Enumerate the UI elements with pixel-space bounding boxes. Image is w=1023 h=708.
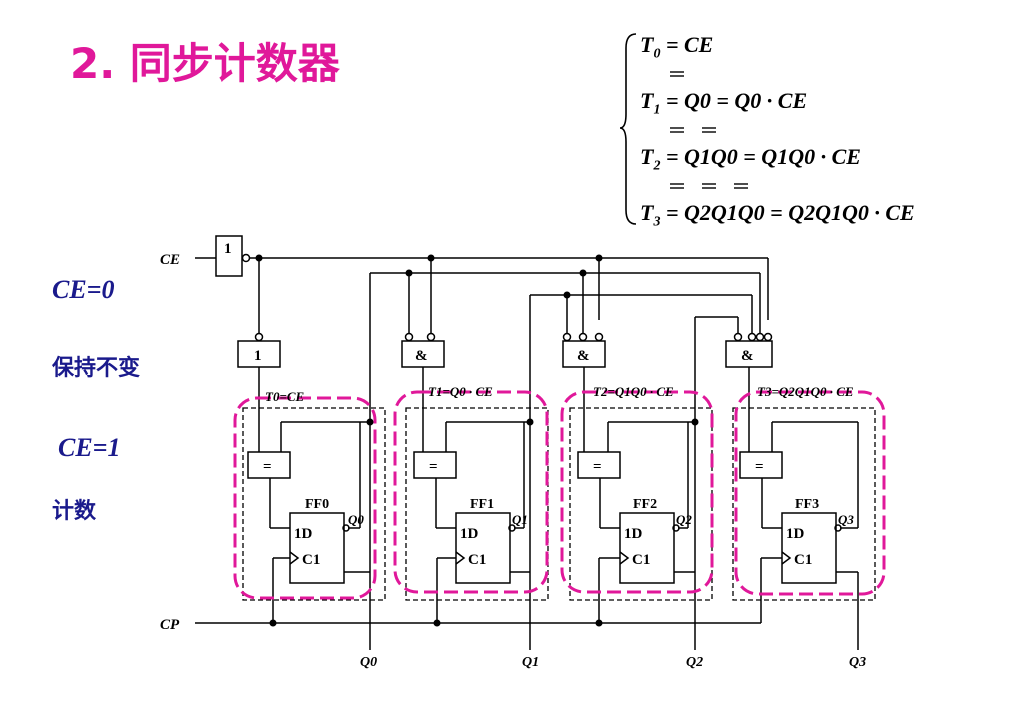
stage2-d-label: 1D [624, 526, 643, 542]
equation-t1: T1 = Q0 = Q0 · CE [640, 88, 807, 118]
stage1-black-box [405, 407, 549, 601]
stage2-highlight [560, 390, 714, 594]
equation-t2-sub: 2 [653, 158, 661, 174]
ce-input-label: CE [160, 252, 180, 268]
q3-output-label: Q3 [849, 655, 866, 670]
stage2-clk-label: C1 [632, 552, 650, 568]
stage1-t-label: T1=Q0 · CE [428, 384, 493, 399]
stage2-t-label: T2=Q1Q0 · CE [593, 384, 674, 399]
stage2-gate-label: & [577, 348, 590, 364]
stage1-d-label: 1D [460, 526, 479, 542]
stage1-clk-label: C1 [468, 552, 486, 568]
stage0-t-label: T0=CE [265, 389, 305, 404]
stage3-xnor-label: = [755, 459, 764, 475]
stage0-d-label: 1D [294, 526, 313, 542]
stage0-gate-label: 1 [254, 348, 262, 364]
equation-t2-rhs: = Q1Q0 = Q1Q0 · CE [665, 144, 861, 169]
stage3-t-label: T3=Q2Q1Q0 · CE [757, 384, 854, 399]
stage0-ff-label: FF0 [305, 497, 329, 512]
stage3-clk-label: C1 [794, 552, 812, 568]
stage2-ff-label: FF2 [633, 497, 657, 512]
stage3-black-box [732, 407, 876, 601]
count-label: 计数 [52, 499, 97, 524]
not-bubble [241, 253, 251, 263]
equation-t1-rhs: = Q0 = Q0 · CE [665, 88, 808, 113]
slide-title: 2. 同步计数器 [70, 39, 340, 88]
equation-t0: T0 = CE [640, 32, 713, 62]
equation-t0-lhs: T [640, 32, 654, 57]
equation-t1-lhs: T [640, 88, 654, 113]
q0-output-label: Q0 [360, 655, 377, 670]
hold-label: 保持不变 [52, 356, 141, 381]
overbar-marks [670, 71, 748, 189]
stage2-qbar-label: Q2 [676, 512, 692, 527]
equation-t2-lhs: T [640, 144, 654, 169]
stage3-qbar-label: Q3 [838, 512, 854, 527]
ce0-label: CE=0 [52, 275, 115, 304]
ce1-label: CE=1 [58, 433, 121, 462]
stage3-gate-label: & [741, 348, 754, 364]
stage3-highlight [734, 390, 886, 596]
stage2-xnor-label: = [593, 459, 602, 475]
equation-t3-rhs: = Q2Q1Q0 = Q2Q1Q0 · CE [665, 200, 915, 225]
ce-not-gate [215, 235, 243, 277]
stage1-ff-label: FF1 [470, 497, 494, 512]
stage1-qbar-label: Q1 [512, 512, 528, 527]
stage1-xnor-label: = [429, 459, 438, 475]
stage0-highlight [233, 396, 377, 600]
stage0-black-box [242, 407, 386, 601]
equation-t0-sub: 0 [653, 46, 661, 62]
equation-t1-sub: 1 [653, 102, 661, 118]
q1-output-label: Q1 [522, 655, 539, 670]
equation-t3: T3 = Q2Q1Q0 = Q2Q1Q0 · CE [640, 200, 915, 230]
stage2-black-box [569, 407, 713, 601]
not-gate-label: 1 [224, 241, 232, 257]
equation-block: T0 = CE T1 = Q0 = Q0 · CE T2 = Q1Q0 = Q1… [618, 28, 1018, 230]
equation-t3-sub: 3 [653, 214, 661, 230]
stage0-clk-label: C1 [302, 552, 320, 568]
stage1-gate-label: & [415, 348, 428, 364]
stage3-d-label: 1D [786, 526, 805, 542]
cp-input-label: CP [160, 617, 180, 633]
equation-t0-rhs: = CE [665, 32, 714, 57]
equation-t3-lhs: T [640, 200, 654, 225]
stage0-qbar-label: Q0 [348, 512, 364, 527]
stage3-ff-label: FF3 [795, 497, 819, 512]
brace-icon [619, 33, 637, 225]
stage1-highlight [393, 390, 549, 594]
stage0-xnor-label: = [263, 459, 272, 475]
equation-t2: T2 = Q1Q0 = Q1Q0 · CE [640, 144, 861, 174]
q2-output-label: Q2 [686, 655, 703, 670]
